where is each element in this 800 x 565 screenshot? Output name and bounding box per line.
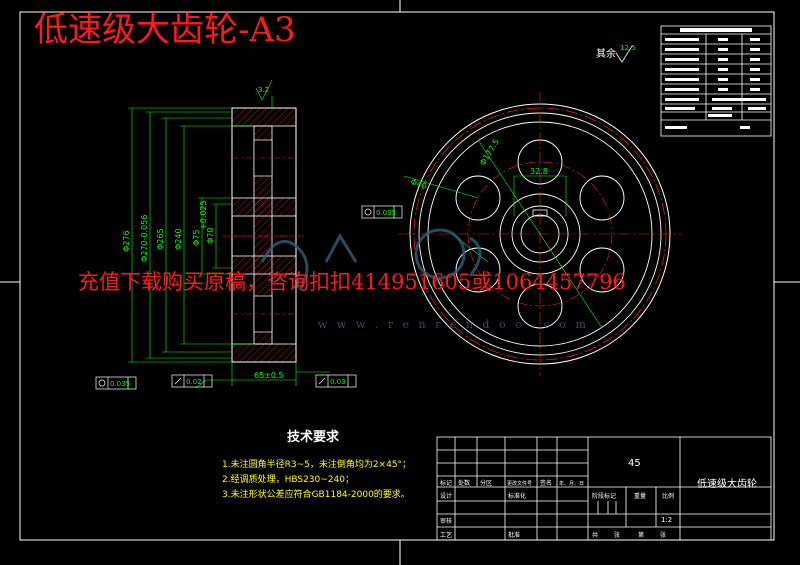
tech-item-3: 3.未注形状公差应符合GB1184-2000的要求。 (222, 488, 410, 500)
tech-heading: 技术要求 (287, 429, 340, 445)
watermark-url: w w w . r e n r e n d o c . c o m (318, 318, 589, 331)
hdr-date: 年、月、日 (559, 480, 584, 487)
dim-keyway: 32.8 (530, 167, 548, 176)
row-review: 审核 (440, 517, 452, 525)
dim-hub-diameter: Φ75 (192, 230, 201, 246)
hdr-change-doc: 更改文件号 (507, 480, 532, 487)
dim-outer-diameter: Φ276 (122, 230, 131, 252)
dim-face-width: 65±0.5 (254, 371, 284, 380)
title-block (436, 436, 772, 541)
gear-parameter-table (660, 25, 772, 137)
hdr-zone: 分区 (480, 479, 492, 487)
row-process: 工艺 (440, 531, 452, 539)
dim-tip-diameter: Φ270-0.056 (140, 215, 149, 262)
sheets-number: 第 (638, 531, 644, 539)
tolerance-frame-3: 0.03 (315, 374, 357, 388)
dim-web-diameter: Φ240 (174, 228, 183, 250)
param-table-fill (665, 28, 766, 129)
sheets-unit-2: 张 (660, 531, 666, 539)
material-value: 45 (628, 458, 641, 469)
watermark-logo (260, 228, 482, 291)
stage-mark: 阶段标记 (592, 492, 616, 500)
dim-roughness-top: 3.2 (258, 86, 269, 94)
row-approve: 批准 (508, 531, 520, 539)
tolerance-value-2: 0.02 (186, 378, 202, 386)
row-standard: 标准化 (508, 492, 526, 500)
section-dimensions (128, 79, 330, 389)
weight-label: 重量 (634, 492, 646, 500)
ratio-label: 比例 (662, 492, 674, 500)
row-design: 设计 (440, 492, 452, 500)
tolerance-frame-2: 0.02 (171, 374, 213, 388)
hdr-count: 处数 (458, 479, 470, 487)
dim-rim-diameter: Φ265 (156, 228, 165, 250)
section-view (222, 107, 306, 363)
roughness-symbol (615, 45, 633, 63)
dim-bore-diameter: Φ70 (206, 228, 215, 244)
promo-banner: 充值下载购买原稿，咨询扣扣414951605或1064457796 (78, 270, 626, 294)
hdr-sign: 签名 (540, 479, 552, 487)
roughness-label: 其余 (596, 47, 616, 60)
sheets-unit-1: 张 (614, 531, 620, 539)
roughness-value: 12.5 (620, 44, 636, 52)
section-dimension-text: Φ276 Φ270-0.056 Φ265 Φ240 Φ75 Φ70 +0.025… (122, 86, 284, 380)
title-block-text: 45 低速级大齿轮 1:2 标记 处数 分区 更改文件号 签名 年、月、日 设计… (440, 458, 757, 539)
tolerance-frame-4: 0.035 (361, 205, 403, 219)
tolerance-value-3: 0.03 (330, 378, 346, 386)
tolerance-value-4: 0.035 (376, 209, 396, 217)
part-name: 低速级大齿轮 (697, 477, 757, 490)
drawing-title: 低速级大齿轮-A3 (34, 10, 296, 50)
scale-value: 1:2 (661, 516, 672, 524)
sheets-total: 共 (592, 531, 598, 539)
tech-item-1: 1.未注圆角半径R3~5，未注倒角均为2×45°； (222, 458, 411, 470)
hdr-mark: 标记 (440, 479, 452, 487)
tolerance-value-1: 0.035 (110, 380, 130, 388)
tolerance-frame-1: 0.035 (95, 376, 137, 390)
dim-bore-tolerance: +0.025 (199, 200, 208, 230)
tech-item-2: 2.经调质处理，HBS230~240； (222, 473, 354, 485)
